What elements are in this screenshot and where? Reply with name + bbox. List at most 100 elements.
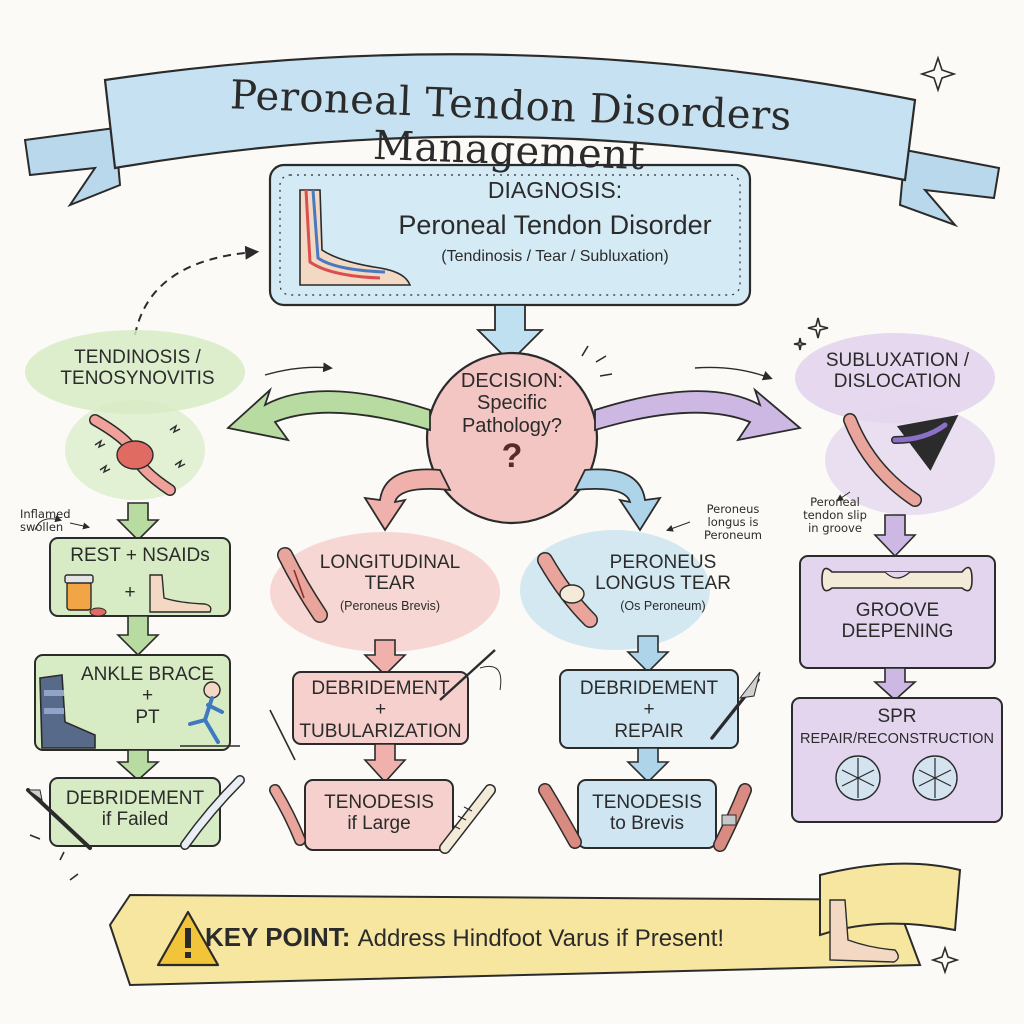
tendon-icon-tenodesis-brevis-left bbox=[538, 783, 582, 849]
bone-icon-tenodesis bbox=[439, 784, 496, 854]
subluxation-note: Peroneal tendon slip in groove bbox=[790, 495, 880, 536]
spr-repair-label: SPR REPAIR/RECONSTRUCTION bbox=[792, 706, 1002, 748]
longus-note-line-2: longus is bbox=[707, 515, 759, 530]
inflamed-note-line-1: Inflamed bbox=[20, 507, 71, 521]
groove-deepening-line-1: GROOVE bbox=[855, 600, 940, 621]
ankle-brace-line-1: ANKLE BRACE bbox=[80, 664, 215, 685]
rest-nsaids-label: REST + NSAIDs bbox=[70, 545, 210, 566]
ankle-brace-label: ANKLE BRACE + PT bbox=[60, 664, 235, 728]
longus-note: Peroneus longus is Peroneum bbox=[688, 502, 778, 543]
subluxation-note-line-1: Peroneal bbox=[810, 495, 860, 509]
subluxation-note-line-2: tendon slip bbox=[803, 508, 867, 523]
foot-icon-rest bbox=[149, 574, 212, 613]
debridement-tubularization-label: DEBRIDEMENT + TUBULARIZATION bbox=[293, 678, 468, 742]
suture-icon-right bbox=[912, 755, 958, 801]
longus-title-line-2: LONGUS TEAR bbox=[595, 573, 731, 595]
arrow-to-tendinosis bbox=[226, 387, 431, 442]
groove-deepening-label: GROOVE DEEPENING bbox=[800, 600, 995, 643]
subluxating-tendon-icon bbox=[843, 413, 959, 507]
subluxation-arrow-2 bbox=[872, 667, 918, 702]
tendon-icon-tenodesis-brevis-right bbox=[713, 783, 752, 852]
physical-therapy-icon bbox=[180, 681, 240, 747]
tenodesis-brevis-line-1: TENODESIS bbox=[592, 792, 702, 813]
diagnosis-types: (Tendinosis / Tear / Subluxation) bbox=[441, 247, 669, 265]
subluxation-title: SUBLUXATION / DISLOCATION bbox=[800, 350, 995, 393]
scalpel-icon-right bbox=[710, 671, 761, 740]
debridement-tubularization-plus: + bbox=[374, 699, 387, 721]
debridement-repair-line-1: DEBRIDEMENT bbox=[579, 678, 719, 699]
key-point-banner bbox=[108, 862, 962, 987]
tendinosis-title: TENDINOSIS / TENOSYNOVITIS bbox=[40, 347, 235, 390]
debridement-failed-line-1: DEBRIDEMENT bbox=[65, 788, 205, 809]
debridement-tubularization-line-1: DEBRIDEMENT bbox=[311, 678, 450, 699]
longitudinal-header-wash bbox=[270, 532, 500, 652]
subluxation-arrow-1 bbox=[873, 514, 917, 558]
tenodesis-large-line-2: if Large bbox=[347, 813, 411, 835]
key-point-message: Address Hindfoot Varus if Present! bbox=[357, 925, 725, 952]
ankle-brace-line-2: PT bbox=[135, 706, 160, 728]
diagnosis-heading: DIAGNOSIS: bbox=[487, 177, 623, 203]
tenodesis-brevis-label: TENODESIS to Brevis bbox=[578, 792, 716, 835]
longitudinal-arrow-1 bbox=[363, 639, 407, 677]
decision-line-2: Specific bbox=[476, 392, 548, 415]
longus-header-wash bbox=[520, 530, 710, 650]
inflamed-note: Inflamed swollen bbox=[20, 507, 80, 534]
tenodesis-large-line-1: TENODESIS bbox=[324, 792, 434, 813]
tenodesis-large-box bbox=[304, 779, 454, 851]
tenodesis-brevis-line-2: to Brevis bbox=[610, 813, 684, 835]
debridement-tubularization-line-2: TUBULARIZATION bbox=[299, 720, 462, 742]
tendinosis-title-line-2: TENOSYNOVITIS bbox=[60, 368, 215, 390]
longus-arrow-2 bbox=[626, 747, 670, 784]
arrow-to-longitudinal bbox=[363, 468, 452, 532]
tenodesis-large-label: TENODESIS if Large bbox=[305, 792, 453, 835]
decision-circle bbox=[425, 351, 599, 525]
decision-text: DECISION: Specific Pathology? ? bbox=[432, 370, 592, 475]
scalpel-icon-left bbox=[26, 788, 92, 850]
debridement-repair-line-2: REPAIR bbox=[614, 720, 684, 742]
needle-thread-icon bbox=[269, 649, 502, 761]
warning-icon bbox=[156, 910, 220, 967]
diagnosis-name: Peroneal Tendon Disorder bbox=[398, 209, 712, 240]
inflamed-tendon-icon bbox=[89, 414, 186, 496]
longus-title: PERONEUS LONGUS TEAR (Os Peroneum) bbox=[578, 552, 748, 613]
sparkle-icon bbox=[29, 55, 960, 975]
decision-line-1: DECISION: bbox=[460, 370, 564, 392]
diagnosis-heading-group: DIAGNOSIS: Peroneal Tendon Disorder (Ten… bbox=[370, 177, 740, 266]
suture-icon-left bbox=[835, 755, 881, 801]
key-point-label: KEY POINT: bbox=[205, 922, 351, 952]
pill-bottle-icon bbox=[64, 574, 107, 617]
spr-repair-line-1: SPR bbox=[877, 706, 917, 727]
key-point-text: KEY POINT: Address Hindfoot Varus if Pre… bbox=[205, 922, 825, 953]
tendinosis-title-line-1: TENDINOSIS / bbox=[74, 347, 201, 368]
feedback-dashed-arrow bbox=[134, 245, 260, 336]
longitudinal-title-line-1: LONGITUDINAL bbox=[319, 552, 461, 573]
longus-sub: (Os Peroneum) bbox=[620, 598, 706, 613]
decision-question-mark: ? bbox=[501, 437, 523, 476]
tenodesis-brevis-box bbox=[577, 779, 717, 849]
rest-nsaids-plus: + bbox=[124, 582, 136, 603]
diagnosis-to-decision-arrow bbox=[475, 304, 545, 364]
torn-tendon-icon bbox=[277, 547, 328, 623]
bone-icon-groove bbox=[821, 566, 973, 592]
tendon-icon-tenodesis-left bbox=[269, 784, 306, 846]
longitudinal-arrow-2 bbox=[363, 743, 407, 784]
os-peroneum-icon bbox=[537, 552, 598, 628]
tendon-icon-debridement bbox=[180, 775, 245, 850]
subluxation-title-line-2: DISLOCATION bbox=[833, 371, 962, 393]
longus-note-line-1: Peroneus bbox=[706, 502, 760, 516]
title-banner bbox=[23, 53, 1001, 228]
arrow-to-subluxation bbox=[594, 387, 803, 442]
longus-note-line-3: Peroneum bbox=[704, 528, 762, 543]
groove-deepening-line-2: DEEPENING bbox=[841, 621, 954, 643]
longitudinal-sub: (Peroneus Brevis) bbox=[339, 598, 441, 613]
debridement-repair-label: DEBRIDEMENT + REPAIR bbox=[560, 678, 738, 742]
longus-arrow-1 bbox=[626, 635, 670, 674]
ankle-brace-plus: + bbox=[141, 685, 154, 707]
subluxation-header-wash bbox=[795, 333, 995, 423]
debridement-failed-label: DEBRIDEMENT if Failed bbox=[50, 788, 220, 831]
foot-icon-banner bbox=[829, 899, 899, 963]
subluxation-note-line-3: in groove bbox=[808, 521, 862, 536]
decision-line-3: Pathology? bbox=[461, 414, 563, 437]
